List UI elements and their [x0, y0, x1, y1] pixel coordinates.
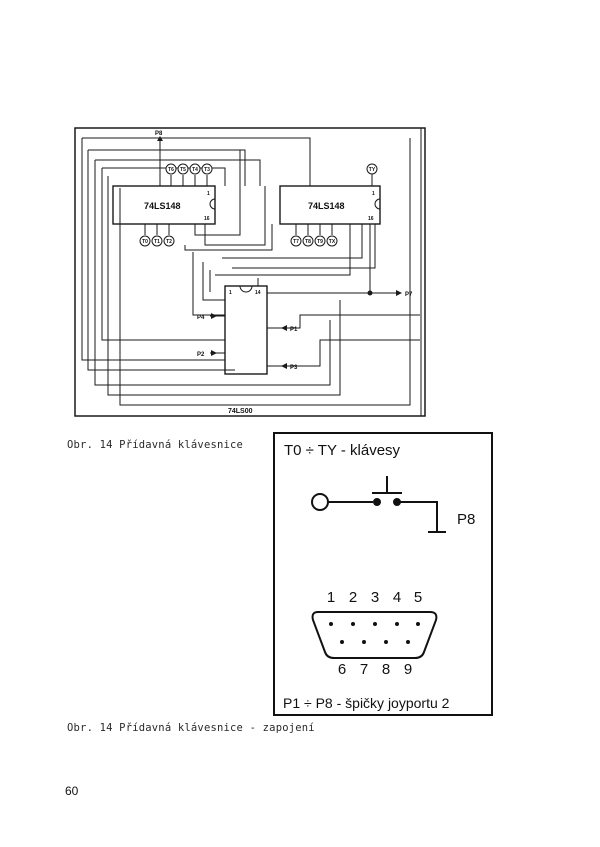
ic2-pin1: 1	[372, 191, 375, 197]
p7-label: P7	[405, 292, 413, 298]
ic2-bottom-t1: T8	[305, 239, 311, 245]
ic1-top-t3: T3	[204, 167, 210, 173]
ic2-bottom-t3: TX	[329, 239, 336, 245]
ic1-top-t0: T6	[168, 167, 174, 173]
inset-title: T0 ÷ TY - klávesy	[284, 442, 401, 459]
page-number: 60	[65, 784, 79, 798]
pin-label-3: 3	[371, 589, 379, 606]
p2-label: P2	[197, 352, 205, 358]
pin-label-1: 1	[327, 589, 335, 606]
p4-label: P4	[197, 315, 205, 321]
ic1-bottom-t2: T2	[166, 239, 172, 245]
p3-label: P3	[290, 365, 298, 371]
inset-p8-label: P8	[457, 511, 475, 528]
p8-label: P8	[155, 131, 163, 137]
ic1-bottom-t1: T1	[154, 239, 160, 245]
ic1-pin16: 16	[204, 216, 210, 222]
ic1-bottom-t0: T0	[142, 239, 148, 245]
ic1-label: 74LS148	[144, 201, 181, 211]
ic2-label: 74LS148	[308, 201, 345, 211]
ic3-label: 74LS00	[228, 408, 253, 415]
pin-label-6: 6	[338, 661, 346, 678]
ic2-pin16: 16	[368, 216, 374, 222]
pin-label-5: 5	[414, 589, 422, 606]
pin-label-2: 2	[349, 589, 357, 606]
inset-frame	[273, 432, 493, 716]
pin-label-9: 9	[404, 661, 412, 678]
pin-label-4: 4	[393, 589, 401, 606]
ic3-pin1: 1	[229, 290, 232, 296]
ic1-top-t1: T5	[180, 167, 186, 173]
joyport-connector-icon	[311, 611, 438, 659]
ic1-top-t2: T4	[192, 167, 198, 173]
figure-caption-1: Obr. 14 Přídavná klávesnice	[67, 439, 244, 451]
key-switch-icon	[311, 476, 446, 533]
connector-pins	[329, 622, 420, 644]
ic2-bottom-t2: T9	[317, 239, 323, 245]
ic1-pin1: 1	[207, 191, 210, 197]
ic2-top-t0: TY	[369, 167, 376, 173]
p1-label: P1	[290, 327, 298, 333]
figure-caption-2: Obr. 14 Přídavná klávesnice - zapojení	[67, 722, 315, 734]
inset-footer: P1 ÷ P8 - špičky joyportu 2	[283, 695, 450, 711]
ic3-pin14: 14	[255, 290, 261, 296]
pin-label-8: 8	[382, 661, 390, 678]
pin-label-7: 7	[360, 661, 368, 678]
ic2-bottom-t0: T7	[293, 239, 299, 245]
